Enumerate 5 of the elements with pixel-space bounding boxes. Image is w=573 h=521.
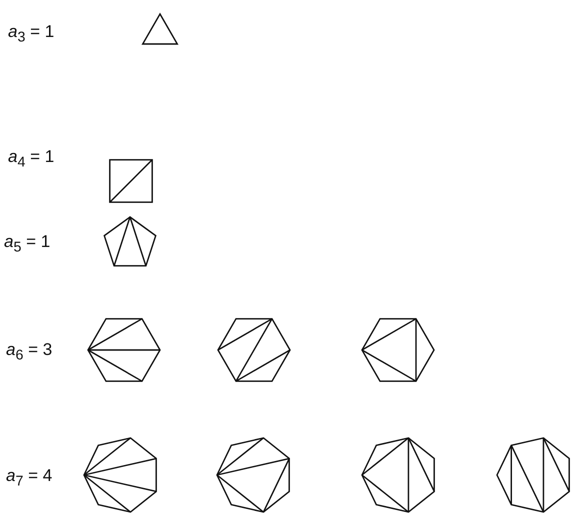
sequence-label: a$_{4}$ = 1: [8, 147, 54, 170]
sequence-label: a$_{7}$ = 4: [6, 466, 52, 490]
sequence-label: a$_{5}$ = 1: [4, 232, 50, 256]
sequence-label: a$_{3}$ = 1: [8, 22, 54, 46]
sequence-label: a$_{6}$ = 3: [6, 340, 52, 364]
